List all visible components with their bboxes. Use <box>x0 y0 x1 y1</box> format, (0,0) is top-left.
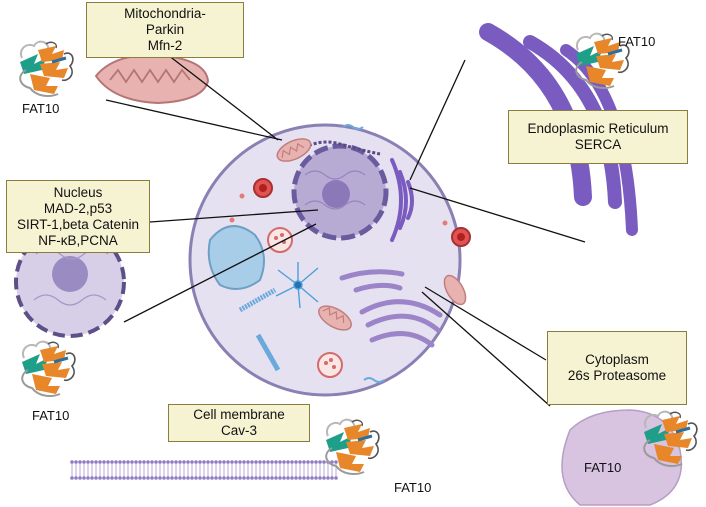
fat10-label: FAT10 <box>584 460 622 475</box>
label-line: Mitochondria- <box>124 6 206 21</box>
mitochondrion-icon <box>318 305 352 331</box>
label-line: Cav-3 <box>220 423 257 438</box>
centrosome-icon <box>275 262 319 309</box>
membrane-bilayer-icon <box>70 460 340 480</box>
label-line: MAD-2,p53 <box>43 200 113 216</box>
nucleus-label-box: Nucleus MAD-2,p53 SIRT-1,beta Catenin NF… <box>6 180 150 253</box>
protein-structure-icon <box>18 40 75 98</box>
label-line: Parkin <box>145 22 185 37</box>
label-line: NF-κB,PCNA <box>38 232 118 248</box>
cytoskeleton-icon <box>238 287 281 372</box>
label-line: Cell membrane <box>193 407 285 422</box>
golgi-icon <box>339 269 443 348</box>
protein-structure-icon <box>20 340 77 398</box>
vesicle-squiggle <box>363 377 385 383</box>
label-line: Cytoplasm <box>585 352 649 367</box>
fat10-label: FAT10 <box>394 480 432 495</box>
mitochondria-label-box: Mitochondria- Parkin Mfn-2 <box>86 2 244 58</box>
er-label-box: Endoplasmic Reticulum SERCA <box>508 110 688 164</box>
cytoplasm-label-box: Cytoplasm 26s Proteasome <box>547 331 687 405</box>
label-line: SIRT-1,beta Catenin <box>16 216 140 232</box>
label-line: Mfn-2 <box>147 38 183 53</box>
fat10-label: FAT10 <box>22 101 60 116</box>
mitochondrion-icon <box>94 54 210 105</box>
fat10-label: FAT10 <box>618 34 656 49</box>
membrane-label-box: Cell membrane Cav-3 <box>168 404 310 442</box>
label-line: 26s Proteasome <box>567 368 667 383</box>
label-line: Nucleus <box>53 184 103 200</box>
endoplasmic-reticulum-icon <box>390 158 414 242</box>
nucleus-icon <box>291 140 389 241</box>
label-line: Endoplasmic Reticulum <box>527 121 669 136</box>
mitochondrion-icon <box>443 274 467 306</box>
nucleus-icon <box>14 226 126 338</box>
fat10-label: FAT10 <box>32 408 70 423</box>
mitochondrion-icon <box>276 138 312 162</box>
label-line: SERCA <box>574 137 622 152</box>
connector-lines <box>105 54 586 407</box>
vesicle-squiggle <box>342 124 364 130</box>
protein-structure-icon <box>324 418 381 476</box>
vacuole-icon <box>207 225 265 290</box>
